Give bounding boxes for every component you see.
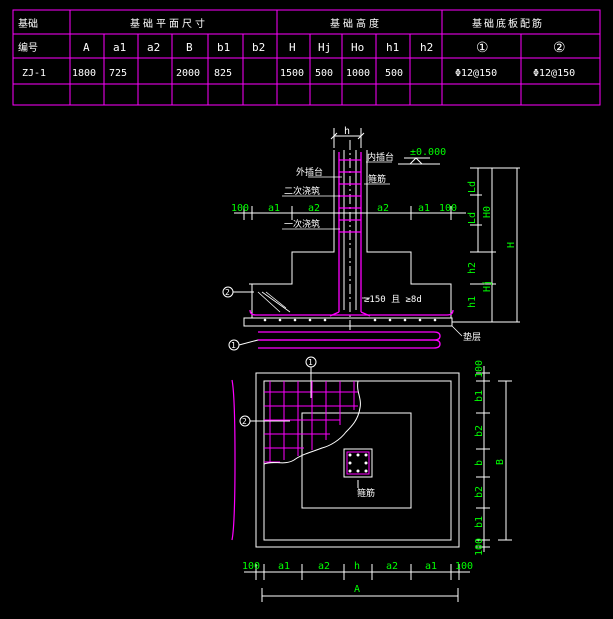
table-head-foundation: 基础 xyxy=(18,17,38,30)
elevation-label: ±0.000 xyxy=(410,147,446,158)
cell-a1: 725 xyxy=(109,68,127,79)
dim-h-top: h xyxy=(344,126,350,137)
cell-Hj: 500 xyxy=(315,68,333,79)
plan-marker-2: 2 xyxy=(242,417,247,426)
col-H: H xyxy=(289,41,296,54)
label-outer-cup: 外插台 xyxy=(296,166,323,178)
col-A: A xyxy=(83,41,90,54)
sec-dim-100-right: 100 xyxy=(439,203,457,214)
plan-column xyxy=(343,448,373,478)
plan-dim-a2-left: a2 xyxy=(318,561,330,572)
label-anchor: ≥150 且 ≥8d xyxy=(364,294,422,305)
cell-H: 1500 xyxy=(280,68,304,79)
sec-marker-1: 1 xyxy=(231,341,236,350)
plan-dim-b2-top: b2 xyxy=(474,425,485,437)
sec-dim-100-left: 100 xyxy=(231,203,249,214)
plan-dim-a1-left: a1 xyxy=(278,561,290,572)
plan-dim-b2-bottom: b2 xyxy=(474,486,485,498)
foundation-table xyxy=(12,9,601,106)
plan-dim-b1-top: b1 xyxy=(474,390,485,402)
plan-dim-h: h xyxy=(354,561,360,572)
plan-label-stirrup: 箍筋 xyxy=(357,487,375,499)
col-rebar-1: ① xyxy=(476,40,489,56)
cell-b1: 825 xyxy=(214,68,232,79)
plan-dim-100-bottom: 100 xyxy=(474,538,485,556)
plan-dim-b1-bottom: b1 xyxy=(474,516,485,528)
cell-B: 2000 xyxy=(176,68,200,79)
cell-A: 1800 xyxy=(72,68,96,79)
plan-dim-a2-right: a2 xyxy=(386,561,398,572)
col-a2: a2 xyxy=(147,41,160,54)
plan-dim-B: B xyxy=(495,459,506,465)
label-rebar-one: 一次浇筑 xyxy=(284,218,320,230)
sec-dim-ld-1: Ld xyxy=(467,181,478,193)
col-Hj: Hj xyxy=(318,41,331,54)
sec-dim-h2: h2 xyxy=(467,262,478,274)
sec-dim-a1-left: a1 xyxy=(268,203,280,214)
plan-step xyxy=(301,412,412,509)
cell-rebar-2: Φ12@150 xyxy=(533,68,575,79)
sec-dim-a2-right: a2 xyxy=(377,203,389,214)
sec-dim-h1: h1 xyxy=(467,296,478,308)
plan-dim-100-right: 100 xyxy=(455,561,473,572)
sec-dim-hj: Hj xyxy=(482,280,493,292)
plan-dim-a1-right: a1 xyxy=(425,561,437,572)
plan-marker-1: 1 xyxy=(308,358,313,367)
table-head-rebar: 基础底板配筋 xyxy=(472,17,544,30)
plan-dim-b: b xyxy=(474,460,485,466)
cell-rebar-1: Φ12@150 xyxy=(455,68,497,79)
sec-dim-H: H xyxy=(506,242,517,248)
plan-dim-A: A xyxy=(354,584,360,595)
col-rebar-2: ② xyxy=(553,40,566,56)
col-b1: b1 xyxy=(217,41,230,54)
cell-h1: 500 xyxy=(385,68,403,79)
label-cushion: 垫层 xyxy=(463,331,481,343)
cell-Ho: 1000 xyxy=(346,68,370,79)
label-rebar-two: 二次浇筑 xyxy=(284,185,320,197)
col-a1: a1 xyxy=(113,41,126,54)
sec-dim-h0: H0 xyxy=(482,206,493,218)
col-b2: b2 xyxy=(252,41,265,54)
section-view: h xyxy=(222,126,520,351)
table-head-number: 编号 xyxy=(18,41,38,54)
plan-dim-100-top: 100 xyxy=(474,360,485,378)
table-head-height: 基础高度 xyxy=(330,17,382,30)
plan-dim-100-left: 100 xyxy=(242,561,260,572)
label-stirrup-section: 箍筋 xyxy=(368,173,386,185)
table-head-plan-size: 基础平面尺寸 xyxy=(130,17,208,30)
plan-view: 1 2 箍筋 100 a1 a2 h a2 a1 100 A xyxy=(231,356,512,602)
col-B: B xyxy=(186,41,193,54)
cell-number: ZJ-1 xyxy=(22,68,46,79)
col-h1: h1 xyxy=(386,41,399,54)
sec-dim-a2-left: a2 xyxy=(308,203,320,214)
sec-dim-ld-2: Ld xyxy=(467,212,478,224)
sec-dim-a1-right: a1 xyxy=(418,203,430,214)
col-Ho: Ho xyxy=(351,41,364,54)
plan-outer-cushion xyxy=(255,372,460,548)
label-inner-cup: 内插台 xyxy=(367,151,394,163)
sec-marker-2: 2 xyxy=(225,288,230,297)
col-h2: h2 xyxy=(420,41,433,54)
